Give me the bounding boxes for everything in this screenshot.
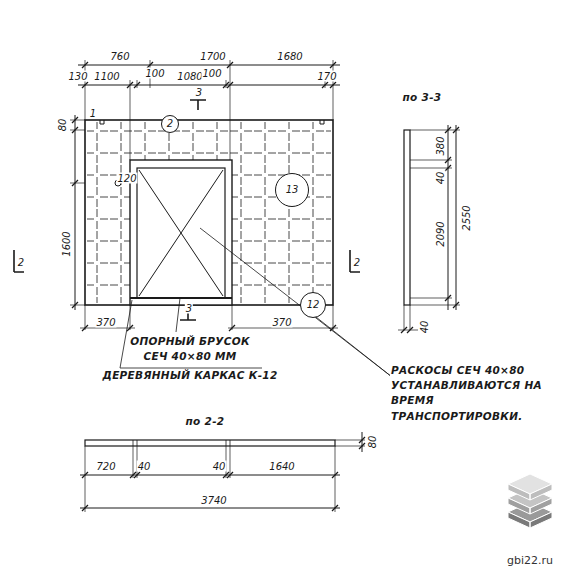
dimension: 2090	[435, 220, 446, 247]
dimension-tick	[401, 127, 459, 333]
dimension-line	[448, 125, 449, 310]
extension-line	[85, 60, 333, 160]
brace	[139, 170, 223, 296]
dimension: 1080	[176, 71, 203, 82]
section-mark	[190, 100, 206, 110]
dimension-line	[80, 475, 340, 476]
extension-line	[70, 120, 85, 305]
section-number: 3	[185, 303, 193, 314]
dimension: 370	[95, 317, 116, 328]
extension-line	[404, 130, 460, 330]
dimension: 120	[116, 173, 137, 184]
dimension: 80	[57, 118, 68, 133]
dimension: 1640	[268, 461, 295, 472]
dimension-line	[398, 330, 418, 331]
section-3-3	[404, 130, 410, 305]
dimension: 3740	[200, 495, 227, 506]
dimension-line	[78, 65, 340, 66]
callout-number: 13	[286, 185, 299, 195]
dimension-tick	[82, 325, 336, 331]
dimension: 760	[109, 51, 130, 62]
dimension: 370	[271, 317, 292, 328]
dimension-tick	[82, 437, 365, 511]
watermark: gbi22.ru	[506, 555, 554, 567]
callout-circle: 12	[300, 292, 326, 318]
brace	[139, 170, 223, 296]
section-2-2	[85, 440, 335, 446]
dimension: 100	[201, 68, 222, 79]
callout-number: 12	[307, 300, 320, 310]
leader-line	[176, 298, 180, 332]
section-number: 2	[17, 257, 25, 268]
dimension-line	[78, 85, 340, 86]
note: ОПОРНЫЙ БРУСОК	[129, 336, 251, 348]
dimension: 80	[367, 435, 378, 450]
dimension: 40	[212, 461, 227, 472]
dimension: 130	[67, 71, 88, 82]
callout-circle: 2	[161, 115, 179, 133]
callout-number: 2	[167, 119, 173, 129]
dimension: 40	[137, 461, 152, 472]
dimension: 100	[144, 68, 165, 79]
dimension: 40	[419, 320, 430, 335]
dimension: 1700	[199, 51, 226, 62]
leader-line	[120, 300, 262, 368]
dimension-line	[75, 115, 76, 310]
dimension: 1100	[93, 71, 120, 82]
note: ДЕРЕВЯННЫЙ КАРКАС К-12	[101, 370, 278, 382]
dimension-line	[80, 305, 338, 330]
dimension-tick	[82, 62, 336, 88]
dimension: 170	[316, 71, 337, 82]
note: СЕЧ 40×80 ММ	[142, 351, 237, 363]
dimension: 2550	[461, 204, 472, 231]
dimension-line	[456, 125, 457, 310]
callout-number: 1	[89, 108, 97, 119]
section-number: 3	[195, 87, 203, 98]
timber-frame	[137, 168, 225, 298]
door-opening	[130, 160, 232, 305]
dimension-tick	[72, 117, 78, 308]
dimension-line	[80, 508, 340, 509]
dimension: 1680	[276, 51, 303, 62]
support-bar	[130, 297, 232, 299]
section-number: 2	[353, 257, 361, 268]
dimension: 40	[435, 171, 446, 186]
dimension: 720	[95, 461, 116, 472]
section-title: по 2-2	[185, 416, 226, 428]
joint	[133, 440, 230, 446]
callout-circle: 13	[275, 173, 309, 207]
dimension-line	[362, 432, 363, 452]
wall-panel	[85, 120, 333, 305]
dimension: 1600	[61, 230, 72, 257]
dimension: 380	[435, 135, 446, 156]
lifting-notch	[100, 120, 324, 124]
logo	[508, 474, 552, 528]
note: РАСКОСЫ СЕЧ 40×80 УСТАНАВЛИВАЮТСЯ НА ВРЕ…	[390, 363, 562, 424]
section-title: по 3-3	[402, 92, 443, 104]
